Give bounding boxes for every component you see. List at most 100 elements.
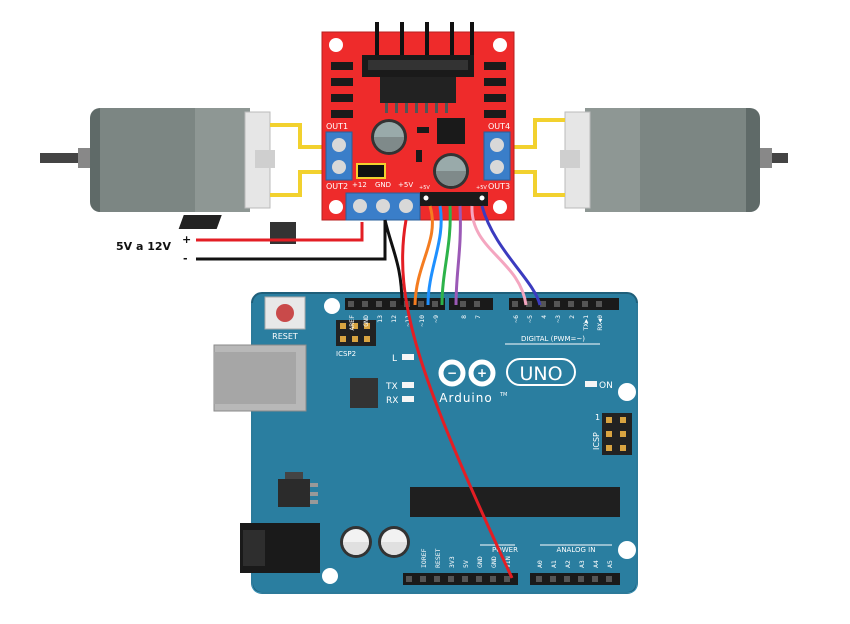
left-motor — [40, 108, 325, 212]
digital-pin-label: GND — [362, 315, 370, 327]
plus12-label: +12 — [352, 181, 367, 189]
header-pin — [474, 301, 480, 307]
header-pin — [348, 301, 354, 307]
wire-in1 — [426, 205, 443, 306]
digital-pin-label: 7 — [474, 315, 482, 319]
wire-in3 — [454, 205, 462, 306]
header-pin — [432, 301, 438, 307]
power-pin-label: IOREF — [420, 548, 428, 568]
input-header — [420, 192, 488, 206]
analog-pin-label: A1 — [550, 560, 558, 568]
wires — [383, 205, 542, 579]
power-pin-label: GND — [490, 556, 498, 568]
digital-pin-label: 8 — [460, 315, 468, 319]
power-label: POWER — [492, 546, 518, 554]
atmega-chip — [410, 487, 620, 517]
gnd-label: GND — [375, 181, 391, 189]
header-pin — [554, 301, 560, 307]
digital-pin-label: ~10 — [418, 315, 426, 327]
logo-uno: UNO — [519, 363, 562, 385]
out2-label: OUT2 — [326, 182, 348, 191]
icsp-header — [602, 413, 632, 455]
power-pin-label: VIN — [504, 556, 512, 568]
header-pin — [418, 301, 424, 307]
wire-in4 — [470, 205, 528, 306]
mount-hole — [324, 298, 340, 314]
digital-pin-label: 2 — [568, 315, 576, 319]
plus5v-right-label: +5V — [476, 185, 487, 191]
digital-header — [345, 298, 619, 310]
svg-text:+: + — [477, 366, 487, 380]
heatsink — [362, 22, 474, 113]
arduino-logo: − + UNO Arduino TM — [438, 358, 576, 405]
analog-label: ANALOG IN — [557, 546, 596, 554]
terminal-out3-out4 — [483, 131, 511, 181]
analog-pin-label: A0 — [536, 560, 544, 568]
digital-pin-label: AREF — [348, 315, 356, 331]
supply-voltage-label: 5V a 12V — [116, 240, 172, 253]
header-pin — [592, 576, 598, 582]
header-pin — [434, 576, 440, 582]
header-pin — [390, 301, 396, 307]
reset-label: RESET — [272, 332, 298, 341]
plus5v-left-label: +5V — [419, 185, 430, 191]
header-pin — [512, 301, 518, 307]
voltage-regulator — [278, 472, 318, 507]
header-pin — [578, 576, 584, 582]
driver-regulator — [437, 118, 465, 144]
header-pin — [406, 576, 412, 582]
header-pin — [596, 301, 602, 307]
rx-label: RX — [386, 396, 398, 406]
l298n-driver-board: OUT1 OUT2 OUT4 OUT3 +12 GND +5V +5V +5V — [321, 22, 515, 221]
digital-pin-label: ~11 — [404, 315, 412, 327]
header-pin — [420, 576, 426, 582]
header-pin — [490, 576, 496, 582]
header-pin — [536, 576, 542, 582]
digital-pin-label: ~3 — [554, 315, 562, 323]
tx-label: TX — [385, 382, 398, 392]
mount-hole — [618, 383, 636, 401]
supply-minus-label: - — [183, 252, 188, 265]
plus5v-label: +5V — [398, 181, 413, 189]
reset-button[interactable] — [264, 296, 306, 330]
supply-plus-label: + — [182, 233, 191, 246]
header-pin — [582, 301, 588, 307]
diodes — [331, 62, 506, 118]
wire-enb — [480, 205, 542, 306]
analog-pin-label: A4 — [592, 560, 600, 568]
header-pin — [462, 576, 468, 582]
usb-chip — [350, 378, 378, 408]
icsp2-header — [336, 320, 376, 346]
right-motor — [510, 108, 788, 212]
power-pin-label: RESET — [434, 548, 442, 568]
power-terminal — [345, 192, 421, 221]
wire-gnd — [383, 219, 404, 306]
digital-label: DIGITAL (PWM=~) — [521, 335, 585, 343]
header-pin — [606, 576, 612, 582]
svg-text:−: − — [447, 366, 457, 380]
capacitors — [340, 526, 410, 558]
analog-pin-label: A3 — [578, 560, 586, 568]
driver-capacitors — [371, 119, 469, 189]
wire-in2 — [440, 205, 452, 306]
power-jack — [240, 523, 320, 573]
out3-label: OUT3 — [488, 182, 510, 191]
out1-label: OUT1 — [326, 122, 348, 131]
digital-pin-label: 4 — [540, 315, 548, 319]
wire-vin — [401, 219, 514, 579]
analog-pin-label: A5 — [606, 560, 614, 568]
wire-ena — [413, 205, 434, 306]
digital-pin-label: 12 — [390, 315, 398, 323]
header-pin — [460, 301, 466, 307]
header-pin — [504, 576, 510, 582]
power-pin-label: 5V — [462, 560, 470, 568]
5v-jumper[interactable] — [356, 163, 386, 179]
power-pin-label: GND — [476, 556, 484, 568]
analog-pin-label: A2 — [564, 560, 572, 568]
digital-pin-label: RX◀0 — [596, 315, 604, 331]
mount-hole — [618, 541, 636, 559]
digital-pin-label: ~9 — [432, 315, 440, 323]
header-pin — [526, 301, 532, 307]
